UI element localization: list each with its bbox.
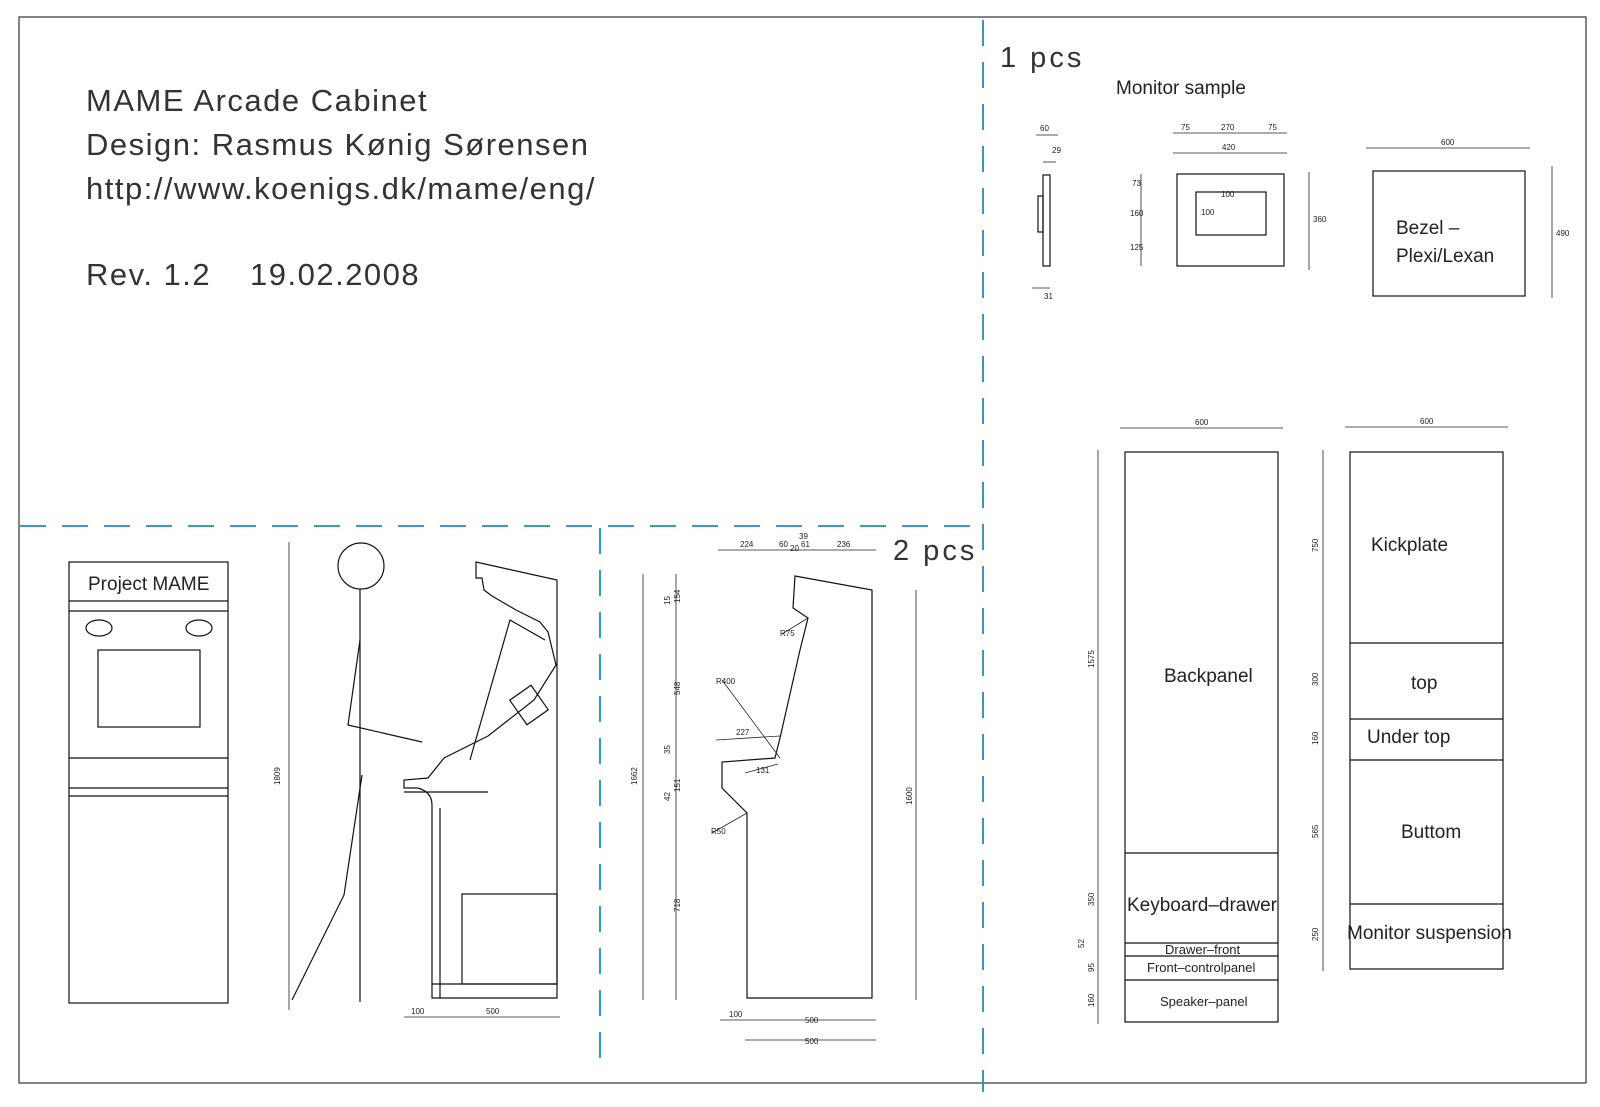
back-h-1575: 1575 (1087, 650, 1096, 668)
person-arm (347, 639, 423, 743)
top-h-250: 250 (1311, 927, 1320, 941)
panel-h-15: 15 (663, 596, 672, 605)
panel-r75: R75 (780, 629, 795, 638)
top-h-750: 750 (1311, 538, 1320, 552)
dim-29: 29 (1052, 146, 1061, 155)
dim-73: 73 (1132, 179, 1141, 188)
dim-420: 420 (1222, 143, 1236, 152)
drawing-title: MAME Arcade Cabinet (86, 83, 428, 118)
panel-dim-131: 131 (756, 766, 770, 775)
dim-75-left: 75 (1181, 123, 1190, 132)
cabinet-front-view: Project MAME (68, 561, 229, 1004)
dim-100-height: 100 (1201, 208, 1215, 217)
bezel-panel: 600 490 Bezel – Plexi/Lexan (1366, 138, 1570, 298)
monitor-side-profile: 60 29 31 (1032, 124, 1061, 301)
back-panel-column: 600 1575 350 52 95 160 Backpanel Keyboar… (1077, 418, 1283, 1024)
bezel-label-line1: Bezel – (1396, 218, 1460, 239)
back-h-160: 160 (1087, 993, 1096, 1007)
top-h-565: 565 (1311, 824, 1320, 838)
monitor-front: 75 270 75 420 73 160 125 100 100 360 (1130, 123, 1327, 270)
top-width: 600 (1420, 417, 1434, 426)
label-backpanel: Backpanel (1164, 666, 1253, 687)
bezel-width: 600 (1441, 138, 1455, 147)
label-drawer-front: Drawer–front (1165, 942, 1241, 957)
pcs-label-one: 1 pcs (1000, 42, 1084, 74)
panel-top-236: 236 (837, 540, 851, 549)
panel-h-35: 35 (663, 745, 672, 754)
revision-date: 19.02.2008 (250, 257, 420, 292)
back-width: 600 (1195, 418, 1209, 427)
back-h-350: 350 (1087, 892, 1096, 906)
panel-r50: R50 (711, 827, 726, 836)
back-h-95: 95 (1087, 963, 1096, 972)
panel-height-1662: 1662 (630, 767, 639, 785)
top-h-160: 160 (1311, 731, 1320, 745)
dim-360: 360 (1313, 215, 1327, 224)
side-monitor-slant (469, 619, 546, 761)
dim-75-right: 75 (1268, 123, 1277, 132)
bezel-height: 490 (1556, 229, 1570, 238)
dim-60: 60 (1040, 124, 1049, 133)
person-head (337, 542, 385, 590)
designer-line: Design: Rasmus Kønig Sørensen (86, 127, 590, 162)
panel-h-548: 548 (673, 681, 682, 695)
dim-125: 125 (1130, 243, 1144, 252)
panel-top-20: 20 (790, 544, 799, 553)
person-leg (291, 774, 363, 1001)
side-panel-drawing: 224 60 20 61 236 39 1662 15 154 548 35 1… (630, 532, 917, 1046)
label-under-top: Under top (1367, 727, 1450, 748)
label-kickplate: Kickplate (1371, 535, 1448, 556)
side-dim-100: 100 (411, 1007, 425, 1016)
title-block: MAME Arcade Cabinet Design: Rasmus Kønig… (86, 83, 596, 292)
side-height: 1809 (273, 767, 282, 785)
side-dim-500: 500 (486, 1007, 500, 1016)
panel-top-224: 224 (740, 540, 754, 549)
label-top: top (1411, 673, 1437, 694)
sheet-border (18, 16, 1587, 1084)
label-front-controlpanel: Front–controlpanel (1147, 960, 1256, 975)
panel-h-42: 42 (663, 792, 672, 801)
pcs-label-two: 2 pcs (893, 535, 977, 567)
top-panel-column: 600 750 300 160 565 250 Kickplate top Un… (1311, 417, 1512, 971)
monitor-caption: Monitor sample (1116, 78, 1246, 99)
panel-h-154: 154 (673, 589, 682, 603)
marquee-label: Project MAME (88, 574, 209, 595)
panel-h-151: 151 (673, 778, 682, 792)
cabinet-side-view: 1809 100 500 (273, 542, 560, 1018)
panel-bottom-500a: 500 (805, 1016, 819, 1025)
label-monitor-suspension: Monitor suspension (1347, 923, 1512, 944)
url-line: http://www.koenigs.dk/mame/eng/ (86, 171, 596, 206)
panel-r400: R400 (716, 677, 736, 686)
panel-top-61: 61 (801, 540, 810, 549)
label-buttom: Buttom (1401, 822, 1461, 843)
panel-dim-227: 227 (736, 728, 750, 737)
dim-270: 270 (1221, 123, 1235, 132)
top-h-300: 300 (1311, 672, 1320, 686)
dim-160: 160 (1130, 209, 1144, 218)
side-monitor-bracket (508, 684, 550, 726)
panel-top-60: 60 (779, 540, 788, 549)
dim-31: 31 (1044, 292, 1053, 301)
back-h-52: 52 (1077, 939, 1086, 948)
panel-top-39: 39 (799, 532, 808, 541)
side-cabinet-outline (403, 561, 558, 999)
dim-100-width: 100 (1221, 190, 1235, 199)
panel-h-718: 718 (673, 898, 682, 912)
label-keyboard-drawer: Keyboard–drawer (1127, 895, 1278, 916)
revision-label: Rev. 1.2 (86, 257, 211, 292)
label-speaker-panel: Speaker–panel (1160, 994, 1248, 1009)
panel-height-1600: 1600 (905, 787, 914, 805)
panel-bottom-100: 100 (729, 1010, 743, 1019)
bezel-label-line2: Plexi/Lexan (1396, 246, 1494, 267)
panel-bottom-500b: 500 (805, 1037, 819, 1046)
side-panel-outline (721, 575, 873, 999)
